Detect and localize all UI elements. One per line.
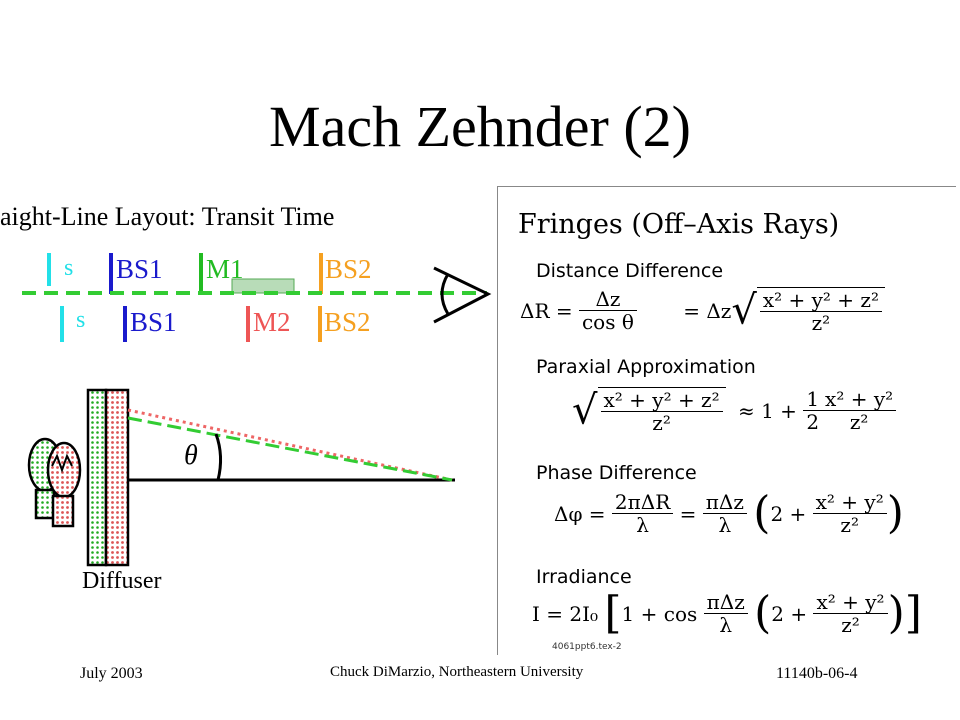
- eq-equals: =: [679, 501, 697, 526]
- lightbulb-icon: [27, 437, 82, 528]
- eq-dr-lhs: ΔR =: [520, 298, 573, 323]
- eq-eq-delta: = Δz: [683, 298, 732, 323]
- bottom-m2-label: M2: [253, 307, 291, 337]
- eq-approx-rhs: ≈ 1 +: [737, 398, 797, 423]
- eye-icon: [433, 266, 492, 324]
- theta-arc: [214, 433, 223, 481]
- section-phase: Phase Difference: [536, 462, 697, 484]
- section-irradiance: Irradiance: [536, 566, 632, 588]
- eq-cos-theta: cos θ: [581, 310, 634, 334]
- eq-two: 2: [806, 410, 820, 434]
- bottom-bs1-label: BS1: [130, 307, 177, 337]
- slide-title: Mach Zehnder (2): [269, 94, 691, 159]
- diffuser-green: [86, 388, 108, 567]
- eq-one: 1: [803, 388, 823, 411]
- eq-pi-dz-2: πΔz: [703, 591, 748, 614]
- diffuser-red: [104, 388, 130, 567]
- layout-diagram: [22, 253, 492, 567]
- eq-lambda: λ: [636, 513, 649, 537]
- eq-den-z2-3: z²: [849, 410, 869, 434]
- eq-den-z2-2: z²: [652, 411, 671, 435]
- eq-lambda-2: λ: [718, 513, 732, 537]
- top-bs1-label: BS1: [116, 254, 163, 284]
- eq-num-xy-2: x² + y²: [812, 491, 887, 514]
- eq-num-xy: x² + y²: [822, 388, 897, 411]
- off-axis-ray-green: [127, 416, 453, 482]
- source-note: 4061ppt6.tex-2: [552, 642, 622, 652]
- bottom-bs2-label: BS2: [324, 307, 371, 337]
- top-m1-label: M1: [206, 254, 244, 284]
- panel-title: Fringes (Off–Axis Rays): [518, 209, 840, 240]
- diffuser-label: Diffuser: [82, 568, 162, 594]
- eq-den-z2-5: z²: [841, 613, 860, 637]
- eq-one-plus-cos: 1 + cos: [621, 601, 698, 626]
- subtitle: aight-Line Layout: Transit Time: [0, 202, 335, 231]
- glass-block: [231, 278, 295, 294]
- theta-label: θ: [184, 440, 198, 471]
- section-distance: Distance Difference: [536, 260, 724, 282]
- eq-two-pi-dr: 2πΔR: [611, 491, 674, 514]
- eq-two-plus-2: 2 +: [771, 601, 808, 626]
- eq-num-xyz: x² + y² + z²: [759, 289, 882, 312]
- eq-den-z2-4: z²: [840, 513, 859, 537]
- eq-num-xy-3: x² + y²: [813, 591, 888, 614]
- footer-author: Chuck DiMarzio, Northeastern University: [330, 664, 584, 680]
- footer-code: 11140b-06-4: [776, 665, 858, 682]
- section-paraxial: Paraxial Approximation: [536, 356, 756, 378]
- eq-den-z2: z²: [811, 311, 831, 335]
- eq-two-plus: 2 +: [770, 501, 807, 526]
- fringes-panel: Fringes (Off–Axis Rays) Distance Differe…: [497, 186, 956, 655]
- footer-date: July 2003: [80, 665, 143, 682]
- eq-i-lhs: I = 2I₀: [532, 601, 599, 626]
- eq-num-xyz-2: x² + y² + z²: [600, 389, 723, 412]
- eq-dphi-lhs: Δφ =: [554, 501, 606, 526]
- top-bs2-label: BS2: [325, 254, 372, 284]
- eq-dz: Δz: [578, 288, 637, 311]
- eq-lambda-3: λ: [719, 613, 733, 637]
- top-s-label: s: [64, 255, 74, 281]
- bottom-s-label: s: [76, 307, 86, 333]
- eq-pi-dz: πΔz: [702, 491, 747, 514]
